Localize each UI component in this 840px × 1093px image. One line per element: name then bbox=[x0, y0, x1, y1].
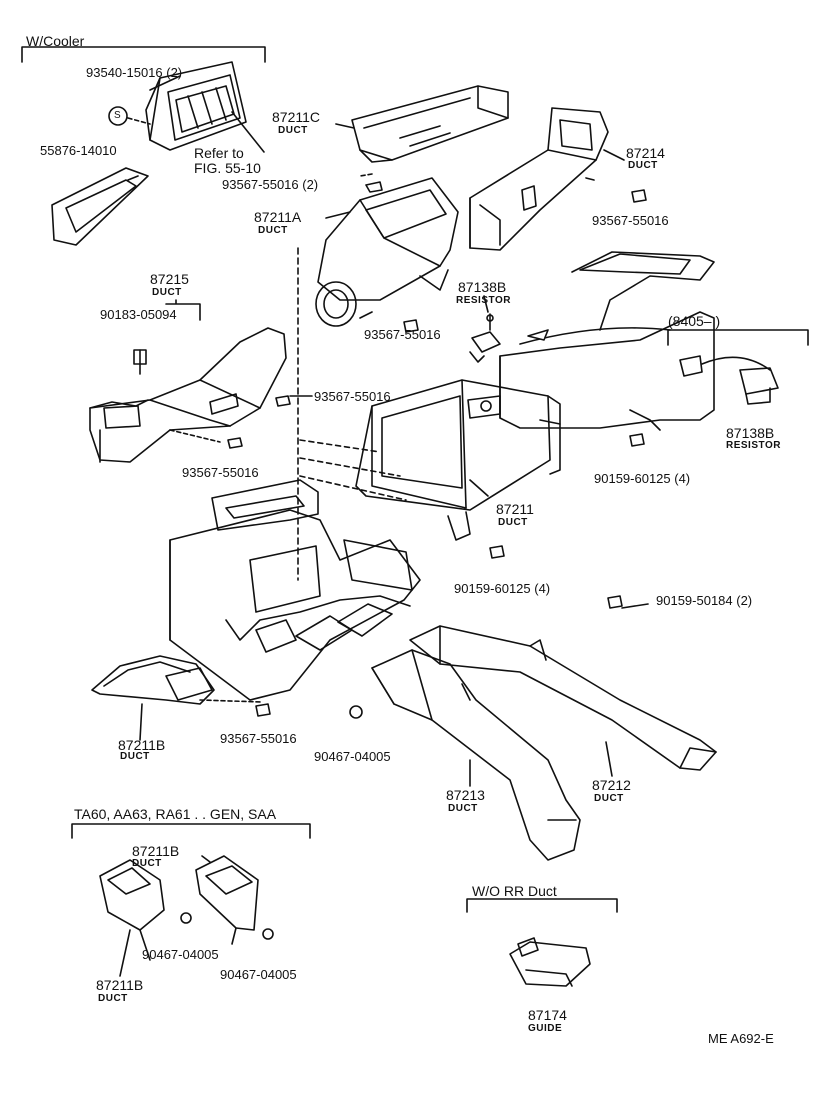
label-90159-b: 90159-60125 (4) bbox=[454, 581, 551, 596]
duct-87215 bbox=[89, 327, 287, 463]
screw-93567-e bbox=[227, 437, 243, 449]
variant-bracket bbox=[71, 823, 311, 839]
resistor-cable bbox=[679, 355, 779, 405]
label-93567-c: 93567-55016 bbox=[364, 327, 441, 342]
sub-87211: DUCT bbox=[498, 517, 528, 528]
panel-55876 bbox=[51, 167, 149, 246]
screw-93567-f bbox=[255, 703, 271, 717]
w-cooler-bracket bbox=[21, 46, 266, 63]
label-87211c: 87211C bbox=[272, 109, 321, 125]
screw-93567-c bbox=[403, 319, 419, 333]
date-range-bracket bbox=[667, 329, 809, 346]
sub-87211b-c: DUCT bbox=[98, 993, 128, 1004]
sub-87138b-top: RESISTOR bbox=[456, 295, 511, 306]
label-93567-b: 93567-55016 bbox=[592, 213, 669, 228]
duct-87211 bbox=[355, 379, 561, 541]
duct-87211c bbox=[351, 85, 509, 163]
duct-87211b-main bbox=[91, 655, 215, 705]
screw-90159-a bbox=[629, 433, 645, 447]
duct-87214 bbox=[469, 107, 609, 251]
label-87174: 87174 bbox=[528, 1007, 567, 1023]
label-93540: 93540-15016 (2) bbox=[86, 65, 183, 80]
label-87213: 87213 bbox=[446, 787, 485, 803]
label-87211a: 87211A bbox=[254, 209, 302, 225]
sub-87138b-right: RESISTOR bbox=[726, 440, 781, 451]
duct-87211b-variant-b bbox=[195, 855, 259, 945]
label-87211b-a: 87211B bbox=[118, 737, 166, 753]
label-87211b-c: 87211B bbox=[96, 977, 144, 993]
label-93567-a: 93567-55016 (2) bbox=[222, 177, 319, 192]
resistor-87138b-top bbox=[469, 313, 501, 363]
sub-87213: DUCT bbox=[448, 803, 478, 814]
label-87211: 87211 bbox=[496, 501, 534, 517]
screw-90159-c bbox=[607, 595, 623, 609]
footer-code: ME A692-E bbox=[708, 1031, 774, 1046]
label-87215: 87215 bbox=[150, 271, 189, 287]
label-90159-c: 90159-50184 (2) bbox=[656, 593, 753, 608]
label-93567-e: 93567-55016 bbox=[182, 465, 259, 480]
clip-90467-a bbox=[349, 705, 363, 719]
guide-87174 bbox=[509, 937, 591, 987]
sub-87211b-a: DUCT bbox=[120, 751, 150, 762]
label-93567-f: 93567-55016 bbox=[220, 731, 297, 746]
screw-93567-d bbox=[275, 395, 291, 407]
label-93567-d: 93567-55016 bbox=[314, 389, 391, 404]
sub-87211a: DUCT bbox=[258, 225, 288, 236]
heater-unit bbox=[499, 251, 715, 431]
label-90159-a: 90159-60125 (4) bbox=[594, 471, 691, 486]
reference-line-2: FIG. 55-10 bbox=[194, 159, 261, 176]
label-87138b-right: 87138B bbox=[726, 425, 775, 441]
sub-87211b-b: DUCT bbox=[132, 858, 162, 869]
label-90467-c: 90467-04005 bbox=[220, 967, 297, 982]
date-range: (8405– ) bbox=[668, 313, 721, 329]
label-87214: 87214 bbox=[626, 145, 665, 161]
clip-90467-b bbox=[180, 912, 192, 924]
section-wo-rr-duct: W/O RR Duct bbox=[472, 883, 557, 899]
sub-87174: GUIDE bbox=[528, 1023, 563, 1034]
clip-90467-c bbox=[262, 928, 274, 940]
sub-87212: DUCT bbox=[594, 793, 624, 804]
reference-note: Refer to FIG. 55-10 bbox=[194, 146, 261, 175]
label-87212: 87212 bbox=[592, 777, 631, 793]
wo-rr-duct-bracket bbox=[466, 898, 618, 913]
sub-87215: DUCT bbox=[152, 287, 182, 298]
label-87211b-b: 87211B bbox=[132, 843, 180, 859]
duct-87212 bbox=[409, 625, 717, 771]
reference-line-1: Refer to bbox=[194, 145, 244, 161]
screw-90159-b bbox=[489, 545, 505, 559]
label-55876: 55876-14010 bbox=[40, 143, 117, 158]
screw-93567-b bbox=[631, 189, 647, 203]
sub-87214: DUCT bbox=[628, 160, 658, 171]
label-90467-a: 90467-04005 bbox=[314, 749, 391, 764]
sub-87211c: DUCT bbox=[278, 125, 308, 136]
duct-87213 bbox=[371, 649, 581, 861]
s-screw-circle bbox=[108, 106, 128, 126]
duct-87211a bbox=[315, 177, 459, 327]
section-w-cooler: W/Cooler bbox=[26, 33, 85, 49]
label-87138b-top: 87138B bbox=[458, 279, 507, 295]
duct-87211b-variant-a bbox=[99, 859, 165, 961]
s-symbol: S bbox=[114, 110, 121, 121]
label-90183: 90183-05094 bbox=[100, 307, 177, 322]
blower-case bbox=[169, 479, 421, 701]
screw-93567-a bbox=[365, 181, 383, 193]
label-90467-b: 90467-04005 bbox=[142, 947, 219, 962]
section-variant: TA60, AA63, RA61 . . GEN, SAA bbox=[74, 806, 277, 822]
